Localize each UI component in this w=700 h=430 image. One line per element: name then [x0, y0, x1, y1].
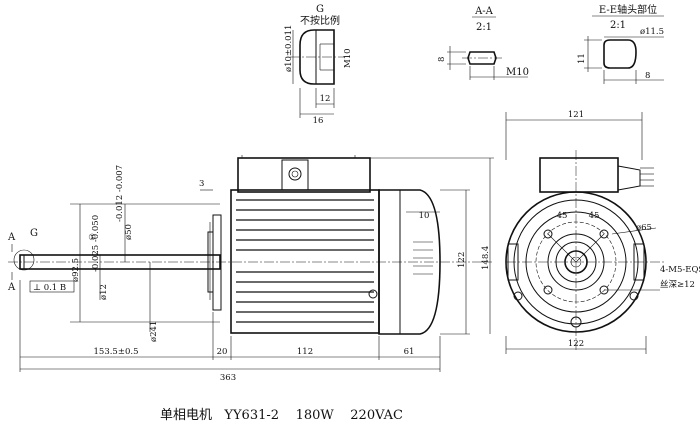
bolt-circle — [535, 221, 617, 303]
section-g: G — [30, 228, 38, 239]
box-mark: ⊥ 0.1 B — [33, 283, 66, 293]
end-width-bottom: 122 — [568, 339, 584, 349]
angle-a: 45 — [557, 211, 568, 221]
pilot-dia-dim: ø50 — [124, 224, 134, 240]
section-a-top: A — [7, 232, 16, 243]
mount-hole-3 — [543, 285, 553, 295]
section-a-bottom: A — [7, 282, 16, 293]
end-pilot — [547, 233, 605, 291]
end-dia-65: ø65 — [636, 223, 652, 233]
detail-ee-section — [603, 39, 637, 69]
ground-screw — [368, 289, 378, 299]
dim-10-label: 10 — [419, 211, 430, 221]
detail-ee-dim-h: 11 — [577, 53, 587, 64]
shaft-tol: -0.025 -0.050 — [91, 215, 101, 272]
end-view: 121 122 45 45 — [505, 110, 700, 354]
detail-g-shaft-outline — [299, 29, 335, 85]
detail-ee-dia: ø11.5 — [640, 27, 664, 37]
len-20: 20 — [217, 347, 228, 357]
circle-mark: ① — [88, 233, 96, 243]
caption: 单相电机 YY631-2 180W 220VAC — [160, 408, 403, 423]
side-view: A A G — [7, 155, 494, 383]
shaft — [19, 254, 221, 270]
detail-g: G 不按比例 ø10±0.011 M10 12 16 — [284, 4, 353, 126]
cable-gland — [288, 167, 302, 181]
detail-g-label: G — [316, 4, 324, 15]
detail-ee-dim-w: 8 — [645, 71, 650, 81]
mount-hole-1 — [543, 229, 553, 239]
height-148: 148.4 — [481, 246, 491, 270]
detail-g-dim-a: 12 — [320, 94, 331, 104]
detail-g-thread: M10 — [343, 48, 353, 68]
detail-aa-label: A-A — [474, 6, 494, 17]
angle-b: 45 — [589, 211, 600, 221]
end-cable-gland — [617, 165, 641, 191]
detail-ee: E-E轴头部位 2:1 ø11.5 11 8 — [577, 3, 664, 84]
end-holes: 4-M5-EQS — [660, 265, 700, 275]
end-terminal-box — [539, 157, 619, 193]
terminal-box — [237, 157, 371, 193]
len-shaft: 153.5±0.5 — [94, 347, 139, 357]
detail-g-note: 不按比例 — [300, 14, 340, 27]
end-width-top: 121 — [568, 110, 584, 120]
len-112: 112 — [297, 347, 313, 357]
detail-g-dia: ø10±0.011 — [284, 25, 294, 72]
end-depth: 丝深≥12 — [660, 279, 695, 290]
detail-aa: A-A 2:1 8 M10 — [437, 6, 529, 80]
len-total: 363 — [220, 373, 236, 383]
dim-3-label: 3 — [199, 179, 204, 189]
detail-ee-label: E-E轴头部位 — [599, 3, 657, 16]
fan-cover — [378, 189, 441, 335]
len-61: 61 — [404, 347, 415, 357]
mount-hole-2 — [599, 229, 609, 239]
detail-aa-dim: 8 — [437, 57, 447, 62]
detail-aa-scale: 2:1 — [476, 22, 492, 33]
shaft-dia-dim: ø12 — [99, 284, 109, 300]
height-122: 122 — [457, 252, 467, 268]
end-housing — [505, 191, 647, 333]
cooling-fins — [236, 199, 374, 323]
fan-cover-vents — [413, 241, 433, 275]
detail-g-dim-b: 16 — [313, 116, 324, 126]
end-shaft — [564, 250, 588, 274]
detail-aa-thread: M10 — [506, 67, 529, 78]
flange-dia-dim: ø241 — [149, 321, 159, 342]
pilot-tol: -0.012 -0.007 — [115, 165, 125, 222]
bolt-circle-dim: ø92.5 — [71, 258, 81, 282]
detail-ee-scale: 2:1 — [610, 20, 626, 31]
